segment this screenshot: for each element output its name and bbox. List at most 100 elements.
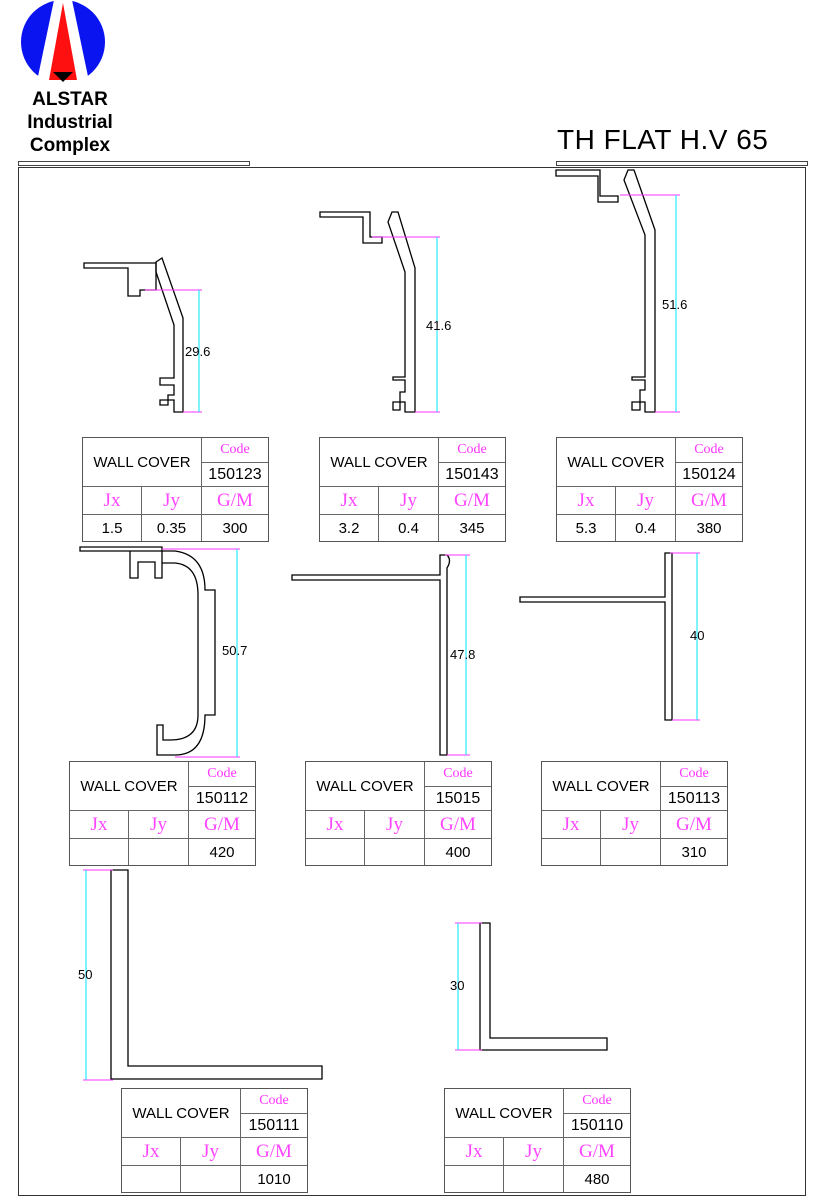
jy-value: [129, 839, 189, 865]
spec-table-150143: WALL COVER Code 150143 Jx Jy G/M 3.2 0.4…: [319, 437, 506, 542]
jx-value: [445, 1166, 504, 1192]
spec-table-150112: WALL COVER Code 150112 Jx Jy G/M 420: [69, 761, 256, 866]
dimension-label: 47.8: [450, 647, 476, 662]
jy-value: 0.35: [142, 515, 202, 541]
jx-value: [122, 1166, 181, 1192]
product-code: 150113: [661, 787, 727, 811]
profile-150111-drawing: [83, 869, 323, 1081]
jy-value: 0.4: [379, 515, 439, 541]
product-code: 150112: [189, 787, 255, 811]
dimension-label: 50.7: [222, 643, 248, 658]
gm-label: G/M: [564, 1138, 630, 1166]
product-name: WALL COVER: [83, 438, 202, 487]
profile-150124-drawing: [555, 169, 680, 413]
gm-label: G/M: [676, 487, 742, 515]
product-name: WALL COVER: [70, 762, 189, 811]
dimension-label: 50: [78, 967, 93, 982]
gm-value: 1010: [257, 1170, 291, 1188]
product-name: WALL COVER: [557, 438, 676, 487]
product-code: 15015: [425, 787, 491, 811]
product-name: WALL COVER: [306, 762, 425, 811]
jx-value: [70, 839, 129, 865]
jx-value: 3.2: [320, 515, 379, 541]
code-label: Code: [676, 438, 742, 463]
jx-value: [306, 839, 365, 865]
spec-table-15015: WALL COVER Code 15015 Jx Jy G/M 400: [305, 761, 492, 866]
header-rule-left: [18, 161, 250, 166]
spec-table-150113: WALL COVER Code 150113 Jx Jy G/M 310: [541, 761, 728, 866]
jy-value: 0.4: [616, 515, 676, 541]
company-name-line3: Complex: [29, 135, 111, 156]
spec-table-150111: WALL COVER Code 150111 Jx Jy G/M 1010: [121, 1088, 308, 1193]
spec-table-150124: WALL COVER Code 150124 Jx Jy G/M 5.3 0.4…: [556, 437, 743, 542]
page-title: TH FLAT H.V 65: [557, 124, 769, 155]
product-name: WALL COVER: [122, 1089, 241, 1138]
spec-table-150110: WALL COVER Code 150110 Jx Jy G/M 480: [444, 1088, 631, 1193]
profile-150110-drawing: [455, 922, 608, 1051]
jy-value: [601, 839, 661, 865]
code-label: Code: [241, 1089, 307, 1114]
product-code: 150110: [564, 1114, 630, 1138]
jx-label: Jx: [306, 811, 365, 839]
gm-value: 380: [696, 519, 722, 537]
dimension-label: 51.6: [662, 297, 688, 312]
jy-label: Jy: [616, 487, 676, 515]
product-code: 150111: [241, 1114, 307, 1138]
gm-label: G/M: [439, 487, 505, 515]
jy-label: Jy: [142, 487, 202, 515]
page-frame: [18, 167, 806, 1196]
dimension-label: 30: [450, 978, 465, 993]
product-code: 150123: [202, 463, 268, 487]
alstar-logo: [21, 0, 105, 86]
dimension-label: 41.6: [426, 318, 452, 333]
code-label: Code: [189, 762, 255, 787]
gm-value: 400: [445, 843, 471, 861]
profile-15015-drawing: [291, 554, 470, 756]
profile-150143-drawing: [319, 211, 440, 413]
jx-label: Jx: [542, 811, 601, 839]
company-name-line2: Industrial: [27, 112, 113, 133]
dimension-label: 29.6: [185, 344, 211, 359]
jx-label: Jx: [70, 811, 129, 839]
jx-label: Jx: [320, 487, 379, 515]
gm-value: 345: [459, 519, 485, 537]
gm-label: G/M: [425, 811, 491, 839]
gm-label: G/M: [661, 811, 727, 839]
code-label: Code: [439, 438, 505, 463]
profile-150113-drawing: [519, 552, 700, 721]
code-label: Code: [564, 1089, 630, 1114]
company-name-line1: ALSTAR: [32, 89, 108, 110]
product-name: WALL COVER: [320, 438, 439, 487]
jy-label: Jy: [181, 1138, 241, 1166]
jx-label: Jx: [445, 1138, 504, 1166]
code-label: Code: [425, 762, 491, 787]
company-name: ALSTAR Industrial Complex: [18, 88, 122, 157]
gm-label: G/M: [241, 1138, 307, 1166]
gm-value: 310: [681, 843, 707, 861]
jy-value: [365, 839, 425, 865]
profile-150112-drawing: [79, 546, 240, 758]
gm-label: G/M: [189, 811, 255, 839]
gm-value: 480: [584, 1170, 610, 1188]
product-code: 150143: [439, 463, 505, 487]
profile-150123-drawing: [83, 256, 202, 413]
code-label: Code: [202, 438, 268, 463]
gm-value: 420: [209, 843, 235, 861]
product-code: 150124: [676, 463, 742, 487]
jy-label: Jy: [601, 811, 661, 839]
spec-table-150123: WALL COVER Code 150123 Jx Jy G/M 1.5 0.3…: [82, 437, 269, 542]
gm-label: G/M: [202, 487, 268, 515]
jx-value: [542, 839, 601, 865]
jy-value: [181, 1166, 241, 1192]
header-rule-right: [556, 161, 808, 166]
jy-label: Jy: [379, 487, 439, 515]
gm-value: 300: [222, 519, 248, 537]
jy-label: Jy: [504, 1138, 564, 1166]
product-name: WALL COVER: [542, 762, 661, 811]
jy-label: Jy: [129, 811, 189, 839]
jx-label: Jx: [83, 487, 142, 515]
jy-label: Jy: [365, 811, 425, 839]
jx-label: Jx: [122, 1138, 181, 1166]
product-name: WALL COVER: [445, 1089, 564, 1138]
